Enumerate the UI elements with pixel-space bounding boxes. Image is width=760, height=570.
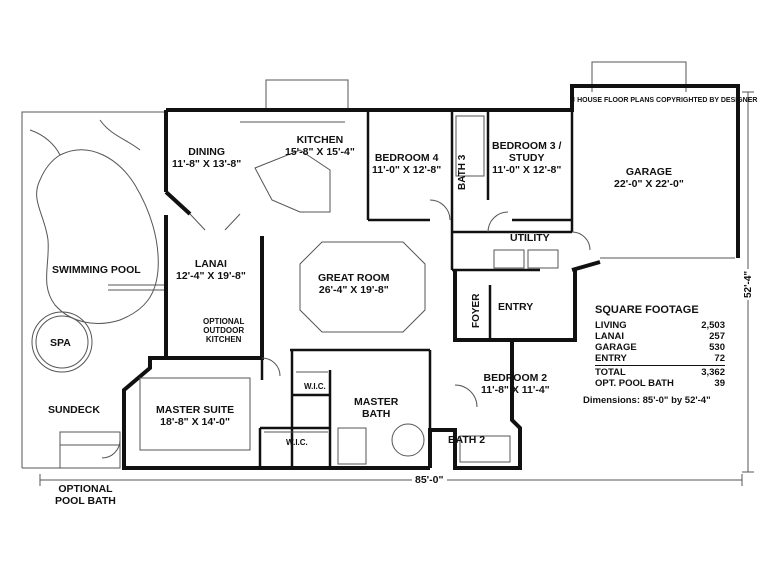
- swimming-pool-label: SWIMMING POOL: [52, 264, 141, 276]
- utility-label: UTILITY: [510, 232, 550, 244]
- overall-depth-label: 52'-4": [743, 268, 754, 300]
- foyer-label: FOYER: [471, 293, 482, 328]
- great-room-ceiling-octagon: [299, 241, 426, 333]
- exterior-wall: [166, 84, 740, 258]
- master-bath-name2: BATH: [361, 408, 391, 420]
- wic2-label: W.I.C.: [286, 438, 308, 447]
- sqft-value: 3,362: [701, 367, 725, 378]
- master-suite-label: MASTER SUITE 18'-8" X 14'-0": [156, 404, 234, 428]
- garage-name: GARAGE: [625, 166, 672, 178]
- sqft-row: GARAGE 530: [595, 342, 725, 353]
- sqft-divider: [595, 365, 725, 366]
- kitchen-island: [254, 149, 331, 213]
- great-room-name: GREAT ROOM: [318, 272, 390, 284]
- sqft-value: 530: [709, 342, 725, 353]
- kitchen-label: KITCHEN 15'-8" X 15'-4": [285, 134, 355, 158]
- dining-label: DINING 11'-8" X 13'-8": [172, 146, 241, 170]
- kitchen-name: KITCHEN: [296, 134, 344, 146]
- bedroom2-label: BEDROOM 2 11'-8" X 11'-4": [481, 372, 550, 396]
- sqft-row: OPT. POOL BATH 39: [595, 378, 725, 389]
- sqft-row: ENTRY 72: [595, 353, 725, 364]
- lanai-name: LANAI: [194, 258, 227, 270]
- lanai-size: 12'-4" X 19'-8": [176, 270, 246, 282]
- great-room-label: GREAT ROOM 26'-4" X 19'-8": [318, 272, 390, 296]
- optional-pool-bath-line1: OPTIONAL: [58, 483, 113, 495]
- square-footage-table: SQUARE FOOTAGE LIVING 2,503 LANAI 257 GARA…: [595, 304, 725, 389]
- great-room-size: 26'-4" X 19'-8": [318, 284, 389, 296]
- sqft-label: LIVING: [595, 320, 627, 331]
- garage-label: GARAGE 22'-0" X 22'-0": [614, 166, 684, 190]
- optional-kitchen-line3: KITCHEN: [205, 335, 242, 344]
- spa-shape: [35, 315, 89, 369]
- bedroom2-name: BEDROOM 2: [483, 372, 548, 384]
- master-bath-name: MASTER: [354, 396, 399, 408]
- master-bath-label: MASTER BATH: [354, 396, 398, 420]
- dining-name: DINING: [188, 146, 225, 158]
- bedroom3-name: BEDROOM 3 /: [492, 140, 562, 152]
- sqft-label: OPT. POOL BATH: [595, 378, 674, 389]
- optional-kitchen-line2: OUTDOOR: [203, 326, 245, 335]
- master-suite-size: 18'-8" X 14'-0": [160, 416, 230, 428]
- sqft-label: LANAI: [595, 331, 625, 342]
- sqft-label: ENTRY: [595, 353, 627, 364]
- sqft-row: LIVING 2,503: [595, 320, 725, 331]
- bedroom4-size: 11'-0" X 12'-8": [372, 164, 442, 176]
- kitchen-size: 15'-8" X 15'-4": [285, 146, 355, 158]
- master-suite-name: MASTER SUITE: [156, 404, 235, 416]
- optional-kitchen-label: OPTIONAL OUTDOOR KITCHEN: [203, 317, 244, 344]
- bedroom3-label: BEDROOM 3 / STUDY 11'-0" X 12'-8": [492, 140, 561, 176]
- overall-width-label: 85'-0": [412, 474, 447, 486]
- bath2-label: BATH 2: [448, 434, 486, 446]
- optional-pool-bath-line2: POOL BATH: [55, 495, 116, 507]
- square-footage-title: SQUARE FOOTAGE: [595, 304, 699, 316]
- dimensions-text: Dimensions: 85'-0" by 52'-4": [583, 395, 711, 406]
- wic1-label: W.I.C.: [304, 382, 326, 391]
- bedroom4-label: BEDROOM 4 11'-0" X 12'-8": [372, 152, 441, 176]
- bedroom3-name2: STUDY: [508, 152, 545, 164]
- bedroom3-size: 11'-0" X 12'-8": [492, 164, 562, 176]
- sqft-label: GARAGE: [595, 342, 637, 353]
- sqft-value: 2,503: [701, 320, 725, 331]
- sqft-value: 72: [714, 353, 725, 364]
- pool-deck-outline: [21, 111, 165, 468]
- sqft-label: TOTAL: [595, 367, 626, 378]
- sqft-value: 39: [714, 378, 725, 389]
- entry-label: ENTRY: [498, 301, 534, 313]
- bath3-label: BATH 3: [457, 154, 468, 190]
- spa-label: SPA: [50, 337, 71, 349]
- bedroom4-name: BEDROOM 4: [374, 152, 439, 164]
- dining-size: 11'-8" X 13'-8": [172, 158, 242, 170]
- copyright-notice: © HOUSE FLOOR PLANS COPYRIGHTED BY DESIG…: [570, 97, 758, 104]
- bedroom2-size: 11'-8" X 11'-4": [481, 384, 550, 396]
- garage-size: 22'-0" X 22'-0": [614, 178, 684, 190]
- optional-kitchen-line1: OPTIONAL: [203, 317, 245, 326]
- swimming-pool-shape: [36, 149, 159, 324]
- sqft-value: 257: [709, 331, 725, 342]
- sqft-row: LANAI 257: [595, 331, 725, 342]
- sundeck-label: SUNDECK: [48, 404, 100, 416]
- optional-pool-bath-label: OPTIONAL POOL BATH: [55, 483, 116, 507]
- sqft-row: TOTAL 3,362: [595, 367, 725, 378]
- lanai-label: LANAI 12'-4" X 19'-8": [176, 258, 246, 282]
